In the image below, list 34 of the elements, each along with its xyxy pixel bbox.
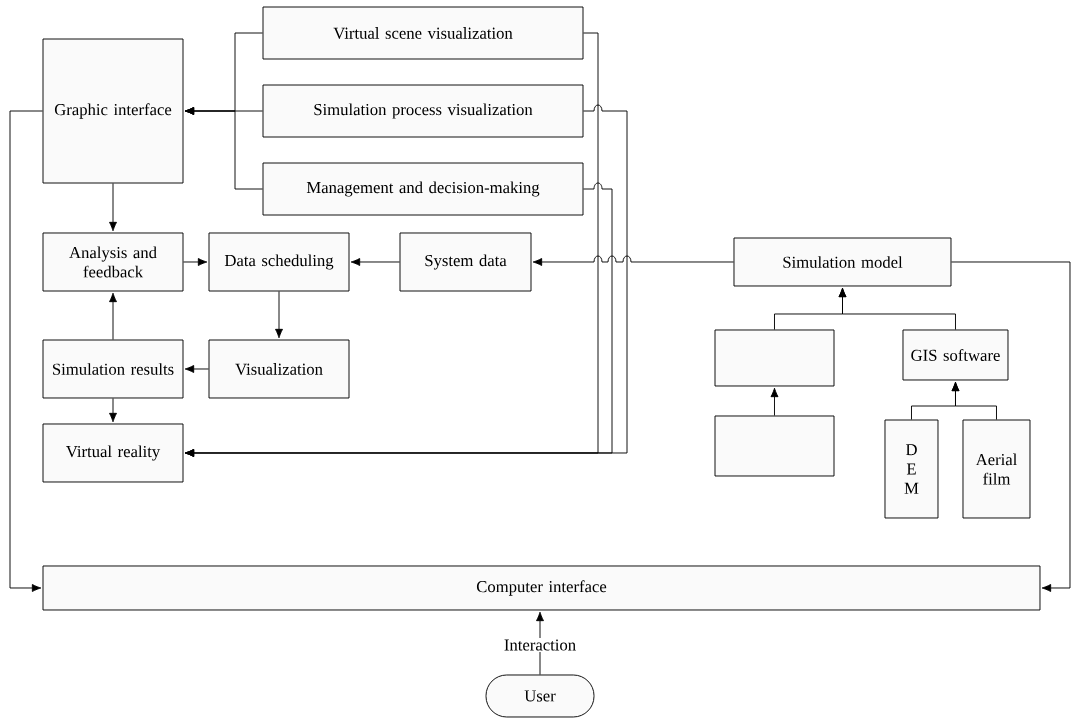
process-box: Graphic interface [42, 38, 184, 184]
arrow [184, 182, 613, 457]
arrow [350, 258, 400, 266]
arrow [183, 258, 208, 266]
process-box: D E M [884, 419, 939, 519]
arrow [536, 611, 544, 675]
arrow [275, 291, 283, 339]
arrow [184, 365, 209, 373]
arrow [951, 261, 1071, 592]
empty-box [714, 329, 835, 387]
arrow [109, 183, 117, 232]
arrow [184, 107, 263, 190]
process-box: GIS software [902, 329, 1009, 381]
process-box: Virtual reality [42, 423, 184, 483]
process-box: Simulation process visualization [262, 84, 584, 138]
process-box: Analysis and feedback [42, 232, 184, 292]
arrow [109, 292, 117, 340]
process-box: Simulation model [733, 237, 952, 287]
arrow [838, 287, 956, 330]
arrow [532, 255, 734, 266]
arrow [951, 381, 997, 420]
process-box: Simulation results [42, 339, 184, 399]
process-box: Data scheduling [208, 232, 350, 292]
process-box: Computer interface [42, 565, 1041, 611]
process-box: Aerial film [962, 419, 1031, 519]
arrow [770, 387, 779, 416]
process-box: Virtual scene visualization [262, 6, 584, 60]
process-box: Management and decision-making [262, 162, 584, 216]
edge-label: Interaction [502, 638, 578, 652]
arrow [109, 398, 117, 423]
process-box: System data [399, 232, 532, 292]
arrow [9, 110, 43, 592]
empty-box [714, 415, 835, 477]
process-box: Visualization [208, 339, 350, 399]
